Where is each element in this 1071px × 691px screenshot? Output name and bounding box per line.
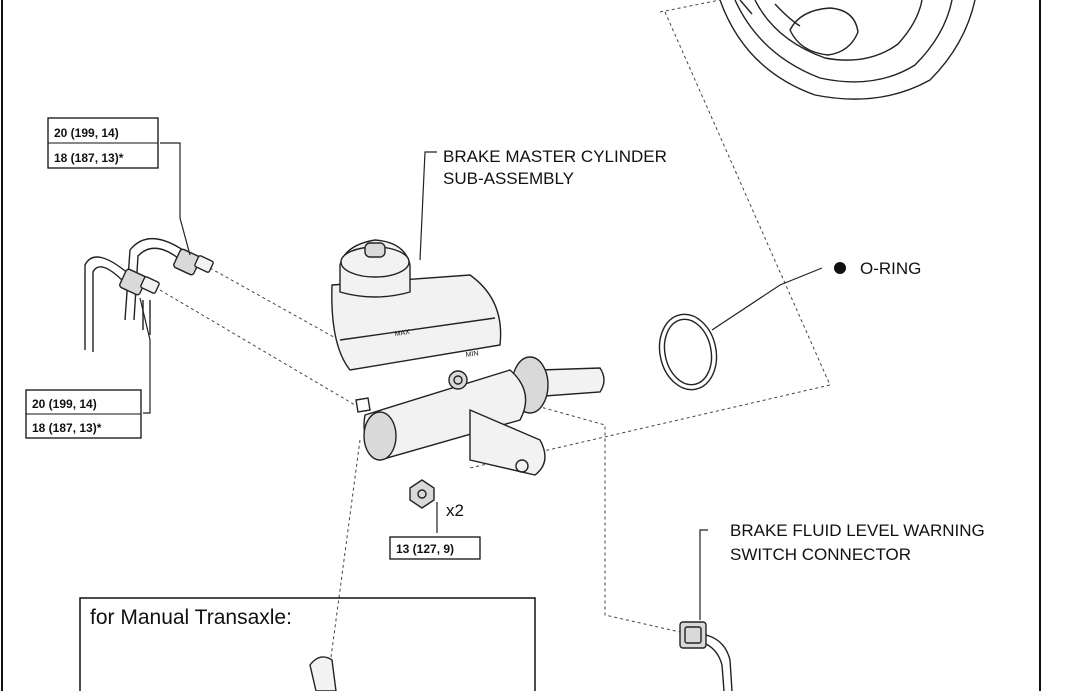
brake-booster xyxy=(719,0,976,100)
torque-spec-upper: 20 (199, 14) 18 (187, 13)* xyxy=(47,117,159,169)
reservoir-min-mark: MIN xyxy=(465,350,479,359)
label-warning-switch-line1: BRAKE FLUID LEVEL WARNING xyxy=(730,521,985,540)
torque-spec-nut: 13 (127, 9) xyxy=(389,536,481,560)
lower-union-fitting xyxy=(119,268,160,296)
label-master-cylinder-line1: BRAKE MASTER CYLINDER xyxy=(443,147,667,166)
manual-transaxle-inset: for Manual Transaxle: xyxy=(79,597,536,691)
torque-spec-upper-line1: 20 (199, 14) xyxy=(54,126,119,140)
label-warning-switch-line2: SWITCH CONNECTOR xyxy=(730,545,911,564)
upper-union-fitting xyxy=(173,248,214,276)
label-o-ring: O-RING xyxy=(860,259,921,278)
o-ring-non-reusable-marker xyxy=(834,262,846,274)
level-warning-switch-connector xyxy=(679,621,733,691)
label-master-cylinder-line2: SUB-ASSEMBLY xyxy=(443,169,574,188)
label-nut-quantity: x2 xyxy=(446,501,464,520)
torque-spec-lower-line1: 20 (199, 14) xyxy=(32,397,97,411)
torque-spec-upper-line2: 18 (187, 13)* xyxy=(54,151,124,165)
torque-spec-nut-value: 13 (127, 9) xyxy=(396,542,454,556)
brake-master-cylinder: MAX MIN xyxy=(331,239,605,476)
torque-spec-lower-line2: 18 (187, 13)* xyxy=(32,421,102,435)
label-manual-transaxle: for Manual Transaxle: xyxy=(90,606,292,629)
leader-lines xyxy=(139,142,823,620)
o-ring xyxy=(658,313,718,391)
flange-nut xyxy=(409,479,435,509)
reservoir-max-mark: MAX xyxy=(394,329,410,338)
torque-spec-lower: 20 (199, 14) 18 (187, 13)* xyxy=(25,389,142,439)
manual-transaxle-clip xyxy=(309,656,337,691)
